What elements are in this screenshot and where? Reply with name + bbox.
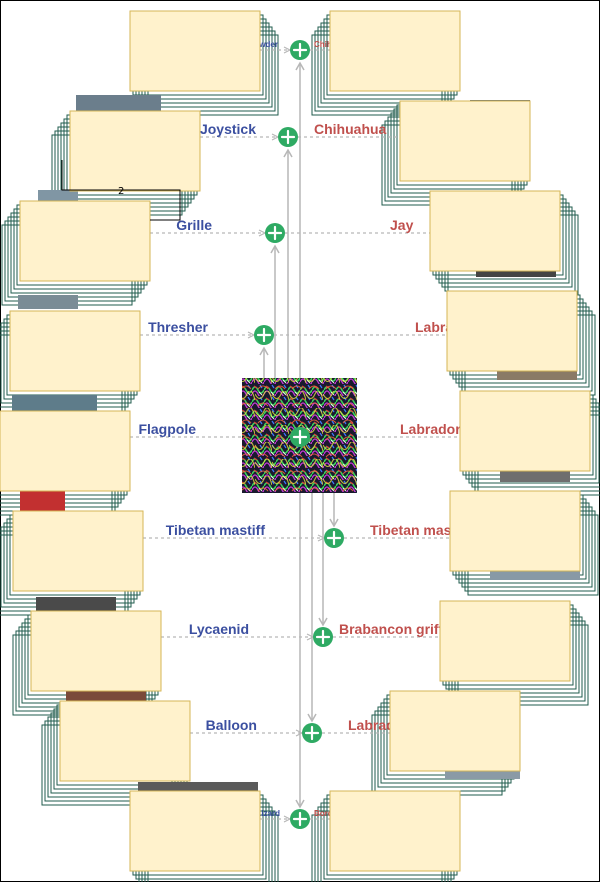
- left-label-1: Joystick: [200, 121, 256, 137]
- photo-fragment-10: [36, 597, 116, 611]
- card-left-5: [13, 511, 143, 591]
- right-label-4: Labrador: [400, 421, 461, 437]
- card-right-4: [460, 391, 590, 471]
- card-right-7: [390, 691, 520, 771]
- card-left-6: [31, 611, 161, 691]
- left-label-2: Grille: [176, 217, 212, 233]
- photo-fragment-6: [12, 395, 97, 411]
- left-label-7: Balloon: [206, 717, 257, 733]
- plus-circle-icon-1: [278, 127, 298, 147]
- plus-circle-icon-6: [313, 627, 333, 647]
- side-number: 2: [118, 186, 124, 197]
- card-left-3: [10, 311, 140, 391]
- card-right-2: [430, 191, 560, 271]
- plus-circle-icon-2: [265, 223, 285, 243]
- right-label-1: Chihuahua: [314, 121, 387, 137]
- card-left-0: [130, 11, 260, 91]
- card-right-3: [447, 291, 577, 371]
- photo-fragment-4: [18, 295, 78, 309]
- plus-circle-icon-0: [290, 40, 310, 60]
- plus-circle-icon-5: [324, 528, 344, 548]
- card-left-2: [20, 201, 150, 281]
- left-label-5: Tibetan mastiff: [166, 522, 266, 538]
- photo-fragment-7: [500, 470, 570, 482]
- plus-circle-icon-7: [302, 723, 322, 743]
- plus-circle-icon-center: [290, 427, 310, 447]
- card-right-0: [330, 11, 460, 91]
- left-label-3: Thresher: [148, 319, 208, 335]
- card-left-1: [70, 111, 200, 191]
- card-right-6: [440, 601, 570, 681]
- left-label-4: Flagpole: [138, 421, 196, 437]
- card-left-7: [60, 701, 190, 781]
- photo-fragment-8: [20, 490, 65, 512]
- card-right-5: [450, 491, 580, 571]
- plus-circle-icon-3: [254, 325, 274, 345]
- card-left-4: [0, 411, 130, 491]
- plus-circle-icon-8: [290, 809, 310, 829]
- card-left-8: [130, 791, 260, 871]
- right-label-2: Jay: [390, 217, 414, 233]
- card-right-1: [400, 101, 530, 181]
- left-label-6: Lycaenid: [189, 621, 249, 637]
- card-right-8: [330, 791, 460, 871]
